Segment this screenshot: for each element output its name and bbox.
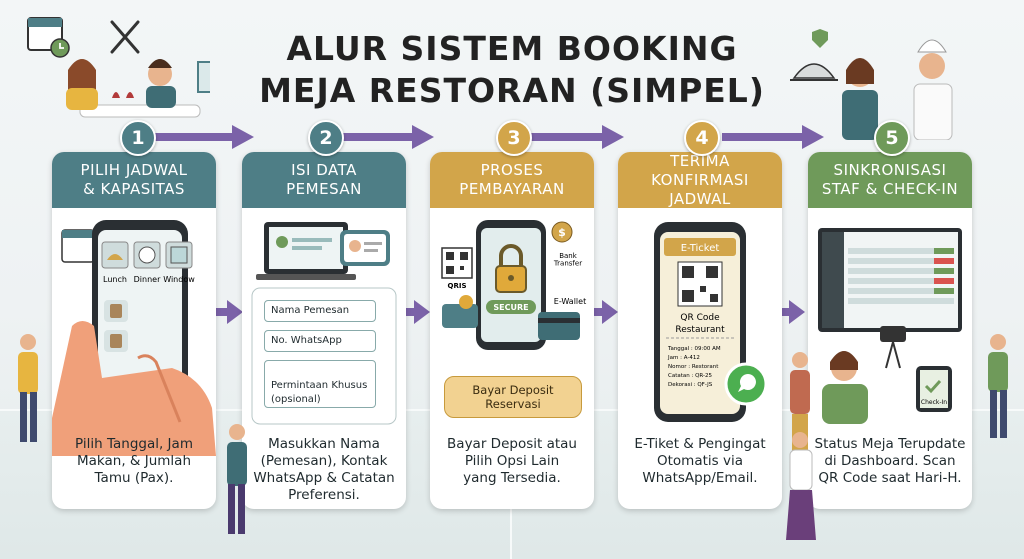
credit-card-icon <box>538 312 580 340</box>
flow-arrows-mid <box>215 300 805 324</box>
ticket-line: Jam : A-412 <box>667 355 700 361</box>
step-header: SINKRONISASI STAF & CHECK-IN <box>808 152 972 208</box>
ticket-line: Nomor : Restorant <box>668 364 719 370</box>
page-title: ALUR SISTEM BOOKING MEJA RESTORAN (SIMPE… <box>250 28 774 112</box>
cloche-icon <box>107 254 123 260</box>
ticket-line: Catatan : QR-25 <box>668 373 713 379</box>
step-card-4: TERIMA KONFIRMASI JADWAL E-Ticket QR Cod… <box>618 152 782 509</box>
camera-icon <box>880 326 906 369</box>
hand-illustration <box>52 321 216 456</box>
shield-check-icon <box>812 29 828 48</box>
step-badge-3: 3 <box>496 120 532 156</box>
ewallet-label: E-Wallet <box>554 297 586 306</box>
step-caption: Masukkan Nama (Pemesan), Kontak WhatsApp… <box>253 436 395 503</box>
svg-text:$: $ <box>558 226 566 239</box>
special-request-field[interactable]: Permintaan Khusus (opsional) <box>264 360 376 408</box>
field-label: Nama Pemesan <box>271 305 350 316</box>
qris-label: QRIS <box>448 282 467 290</box>
option-dinner: Dinner <box>133 241 161 284</box>
qr-sub-label: Restaurant <box>675 325 725 335</box>
title-line-1: ALUR SISTEM BOOKING <box>286 29 738 68</box>
field-label: No. WhatsApp <box>271 335 342 346</box>
dashboard-illustration: Check-In <box>818 228 962 424</box>
step-caption: E-Tiket & Pengingat Otomatis via WhatsAp… <box>634 436 766 486</box>
ticket-title: E-Ticket <box>681 243 720 254</box>
staff-illustration <box>790 29 953 140</box>
step-badge-4: 4 <box>684 120 720 156</box>
photographer-figure <box>18 334 38 442</box>
name-field[interactable]: Nama Pemesan <box>264 300 376 322</box>
step-header: ISI DATA PEMESAN <box>242 152 406 208</box>
option-label: Dinner <box>134 275 161 284</box>
step-badge-2: 2 <box>308 120 344 156</box>
title-line-2: MEJA RESTORAN (SIMPEL) <box>259 71 765 110</box>
window-icon <box>170 246 188 264</box>
step-header: PILIH JADWAL & KAPASITAS <box>52 152 216 208</box>
qr-label: QR Code <box>680 313 720 323</box>
guest-figure <box>227 424 247 534</box>
step-caption: Bayar Deposit atau Pilih Opsi Lain yang … <box>447 436 577 486</box>
laptop-form-illustration <box>251 222 397 425</box>
flow-arrows-top <box>152 125 824 149</box>
step-badge-5: 5 <box>874 120 910 156</box>
step-card-5: SINKRONISASI STAF & CHECK-IN Check-In St… <box>808 152 972 509</box>
window <box>197 61 210 93</box>
calendar-icon <box>61 229 95 263</box>
wallet-icon <box>442 304 478 328</box>
calendar-icon <box>27 17 70 58</box>
checkin-label: Check-In <box>921 399 947 406</box>
chef-avatar <box>919 53 945 79</box>
step-caption: Status Meja Terupdate di Dashboard. Scan… <box>814 436 966 486</box>
ticket-line: Tanggal : 09:00 AM <box>667 346 721 352</box>
lock-icon <box>495 244 527 293</box>
qris-code-icon <box>441 247 473 279</box>
dining-table <box>79 104 201 118</box>
staff-figure <box>988 334 1008 438</box>
option-window: Window <box>163 241 195 284</box>
step-caption: Pilih Tanggal, Jam Makan, & Jumlah Tamu … <box>75 436 193 486</box>
step-badge-1: 1 <box>120 120 156 156</box>
secure-badge <box>486 300 536 314</box>
check-icon <box>924 379 942 394</box>
dining-couple-illustration <box>27 17 210 118</box>
step-card-1: PILIH JADWAL & KAPASITAS Lunch Dinner Wi… <box>52 152 216 509</box>
cloche-icon <box>790 63 838 81</box>
deposit-button[interactable]: Bayar Deposit Reservasi <box>444 376 582 418</box>
phone-illustration: Lunch Dinner Window <box>52 220 216 456</box>
deposit-button-label: Bayar Deposit Reservasi <box>472 383 554 411</box>
chair-icon <box>104 300 128 352</box>
wine-glasses <box>112 92 134 98</box>
eticket-illustration: E-Ticket QR Code Restaurant Tanggal : 09… <box>654 222 768 422</box>
option-label: Window <box>163 275 195 284</box>
ticket-line: Dekorasi : QF-JS <box>668 382 713 388</box>
bank-coin-icon <box>551 221 573 243</box>
whatsapp-icon <box>724 362 768 406</box>
option-lunch: Lunch <box>101 241 129 284</box>
booking-form: Nama Pemesan No. WhatsApp Permintaan Khu… <box>264 300 376 408</box>
plate-icon <box>138 246 156 264</box>
cutlery-icon <box>110 20 140 54</box>
step-header: PROSES PEMBAYARAN <box>430 152 594 208</box>
qr-code-icon <box>677 261 723 307</box>
option-label: Lunch <box>103 275 127 284</box>
secure-label: SECURE <box>493 303 528 312</box>
guest-figure <box>786 352 816 540</box>
step-header: TERIMA KONFIRMASI JADWAL <box>618 152 782 208</box>
whatsapp-field[interactable]: No. WhatsApp <box>264 330 376 352</box>
field-label: Permintaan Khusus (opsional) <box>271 380 368 405</box>
step-card-2: ISI DATA PEMESAN Nama Pemesan No. WhatsA… <box>242 152 406 509</box>
